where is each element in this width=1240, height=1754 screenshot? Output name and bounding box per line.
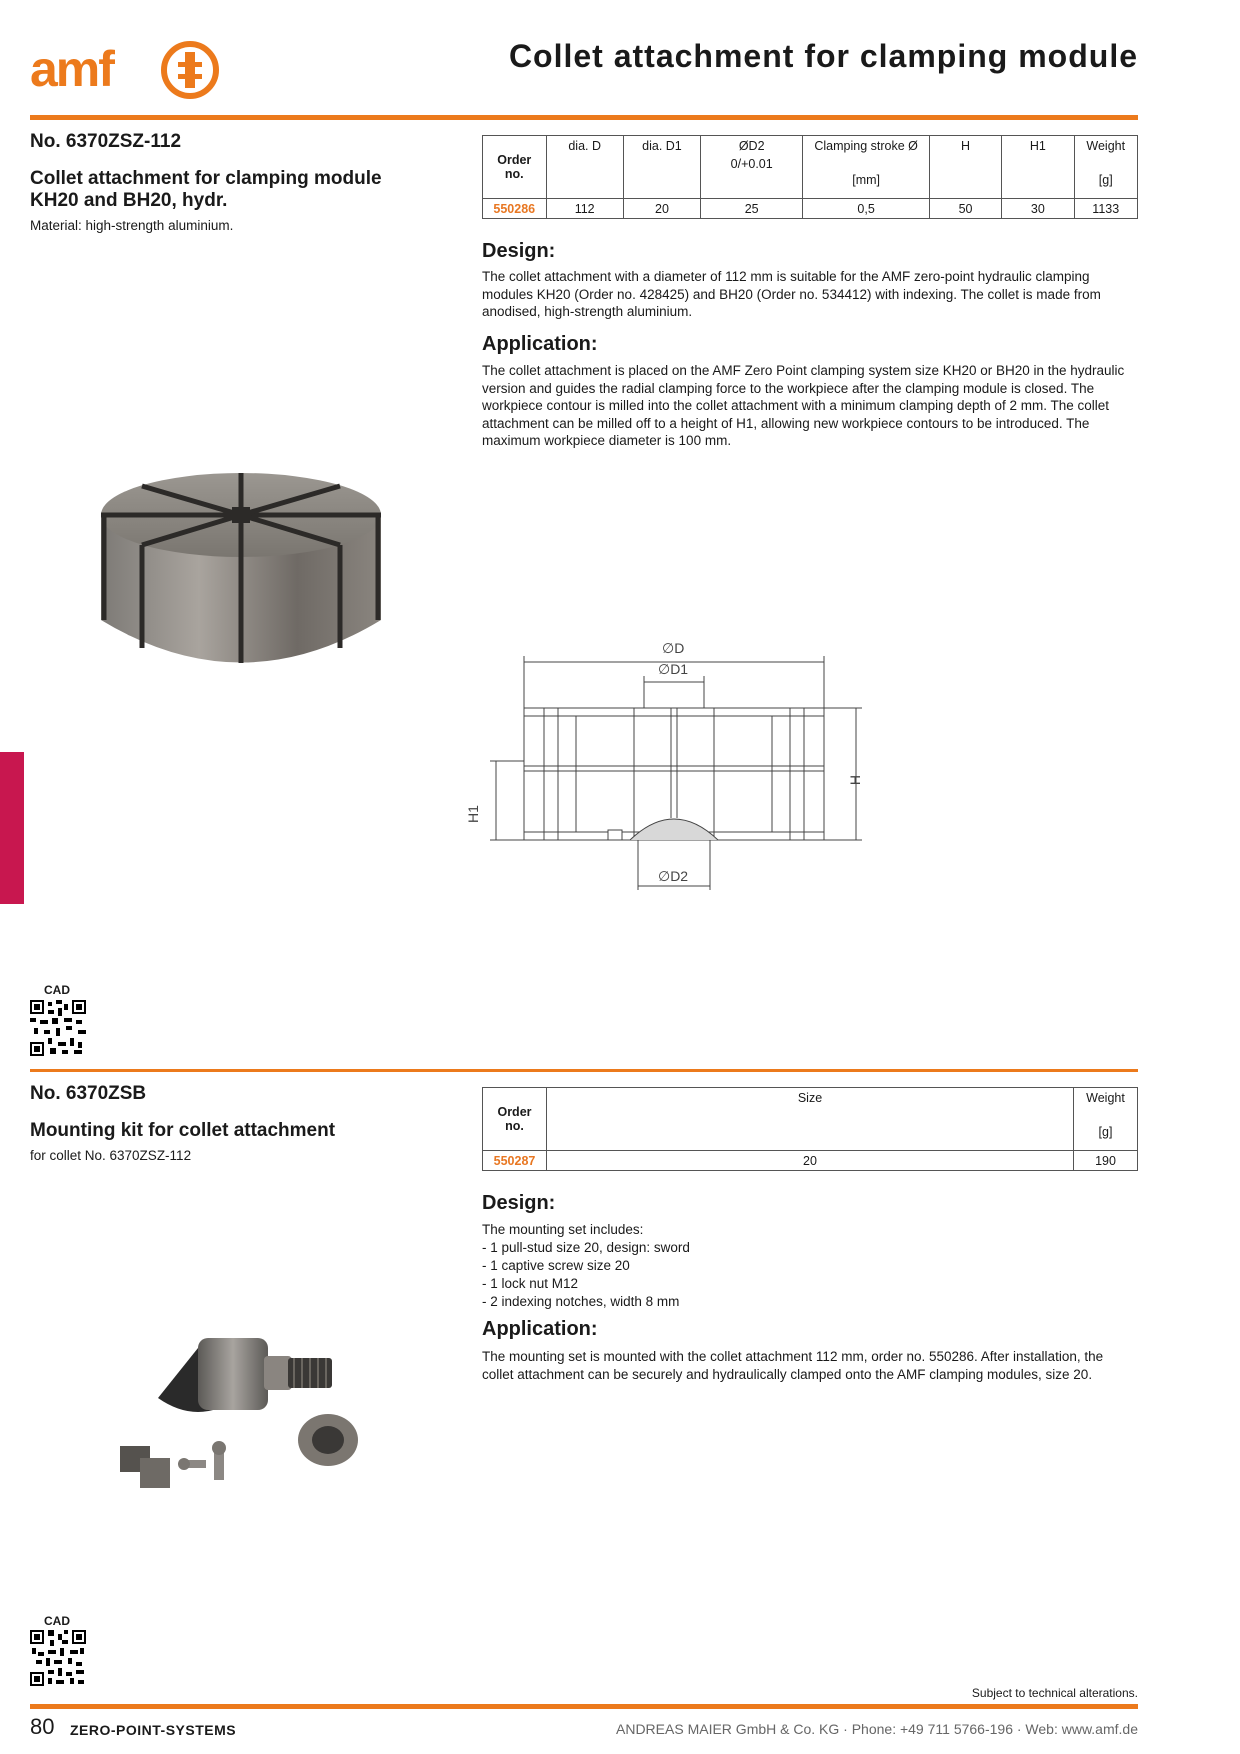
dim-label-h1: H1 <box>464 805 481 823</box>
size-header: Size <box>546 1087 1074 1151</box>
footer-section: ZERO-POINT-SYSTEMS <box>70 1722 237 1738</box>
dia-d-cell: 112 <box>545 198 624 219</box>
mounting-kit-image <box>118 1328 374 1492</box>
order-no-link[interactable]: 550287 <box>482 1150 547 1171</box>
list-item: - 1 lock nut M12 <box>482 1276 579 1291</box>
product1-application-heading: Application: <box>482 333 598 355</box>
od2-header: ØD2 0/+0.01 <box>700 135 804 199</box>
cad-label-1: CAD <box>44 983 70 997</box>
list-item: - 2 indexing notches, width 8 mm <box>482 1294 680 1309</box>
product2-subtitle: for collet No. 6370ZSZ-112 <box>30 1148 192 1163</box>
h1-cell: 30 <box>1001 198 1075 219</box>
collet-product-image <box>96 470 386 700</box>
order-no-header: Order no. <box>482 1087 547 1151</box>
list-item: - 1 captive screw size 20 <box>482 1258 630 1273</box>
weight-cell: 190 <box>1073 1150 1138 1171</box>
product2-spec-table: Order no. Size Weight [g] 550287 20 190 <box>482 1087 1138 1171</box>
list-item: - 1 pull-stud size 20, design: sword <box>482 1240 690 1255</box>
header-rule <box>30 115 1138 120</box>
product2-application-text: The mounting set is mounted with the col… <box>482 1349 1104 1382</box>
section-divider <box>30 1069 1138 1072</box>
cad-qr-code-2[interactable] <box>30 1630 86 1686</box>
dim-label-d: ∅D <box>662 640 685 656</box>
table-row: 550286 112 20 25 0,5 50 30 1133 <box>482 198 1138 219</box>
order-no-header: Order no. <box>482 135 547 199</box>
table-row: 550287 20 190 <box>482 1150 1138 1171</box>
product1-material: Material: high-strength aluminium. <box>30 218 234 233</box>
product1-application-text: The collet attachment is placed on the A… <box>482 363 1125 448</box>
od2-cell: 25 <box>700 198 804 219</box>
amf-logo: amf <box>30 34 222 104</box>
clamping-stroke-header: Clamping stroke Ø [mm] <box>802 135 930 199</box>
product1-number: No. 6370ZSZ-112 <box>30 131 182 152</box>
dim-label-d2: ∅D2 <box>658 868 689 884</box>
product1-title-line2: KH20 and BH20, hydr. <box>30 190 228 211</box>
product1-design-text: The collet attachment with a diameter of… <box>482 269 1101 319</box>
cad-qr-code-1[interactable] <box>30 1000 86 1056</box>
footer-rule <box>30 1704 1138 1709</box>
product1-title-line1: Collet attachment for clamping module <box>30 168 382 189</box>
dim-label-d1: ∅D1 <box>658 661 689 677</box>
weight-cell: 1133 <box>1073 198 1138 219</box>
dim-label-h: H <box>847 774 864 786</box>
h-cell: 50 <box>928 198 1003 219</box>
product1-design-heading: Design: <box>482 240 556 262</box>
h1-header: H1 <box>1001 135 1075 199</box>
stroke-cell: 0,5 <box>802 198 930 219</box>
product1-spec-table: Order no. dia. D dia. D1 ØD2 0/+0.01 Cla… <box>482 135 1138 219</box>
footer-company: ANDREAS MAIER GmbH & Co. KG · Phone: +49… <box>616 1721 1138 1737</box>
h-header: H <box>928 135 1003 199</box>
dia-d-header: dia. D <box>545 135 624 199</box>
product2-application-heading: Application: <box>482 1318 598 1340</box>
cad-label-2: CAD <box>44 1614 70 1628</box>
page-title: Collet attachment for clamping module <box>508 38 1138 74</box>
chapter-tab <box>0 752 24 904</box>
page-number: 80 <box>30 1714 55 1739</box>
product2-title: Mounting kit for collet attachment <box>30 1120 336 1141</box>
svg-text:amf: amf <box>30 41 115 97</box>
dia-d1-header: dia. D1 <box>622 135 702 199</box>
size-cell: 20 <box>546 1150 1074 1171</box>
product2-design-heading: Design: <box>482 1192 556 1214</box>
order-no-link[interactable]: 550286 <box>482 198 547 219</box>
weight-header: Weight [g] <box>1073 1087 1138 1151</box>
technical-note: Subject to technical alterations. <box>971 1686 1138 1700</box>
collet-technical-drawing: ∅D ∅D1 ∅D2 H H1 <box>465 628 880 908</box>
product2-design-intro: The mounting set includes: <box>482 1222 644 1237</box>
weight-header: Weight [g] <box>1073 135 1138 199</box>
product2-number: No. 6370ZSB <box>30 1083 147 1104</box>
dia-d1-cell: 20 <box>622 198 702 219</box>
